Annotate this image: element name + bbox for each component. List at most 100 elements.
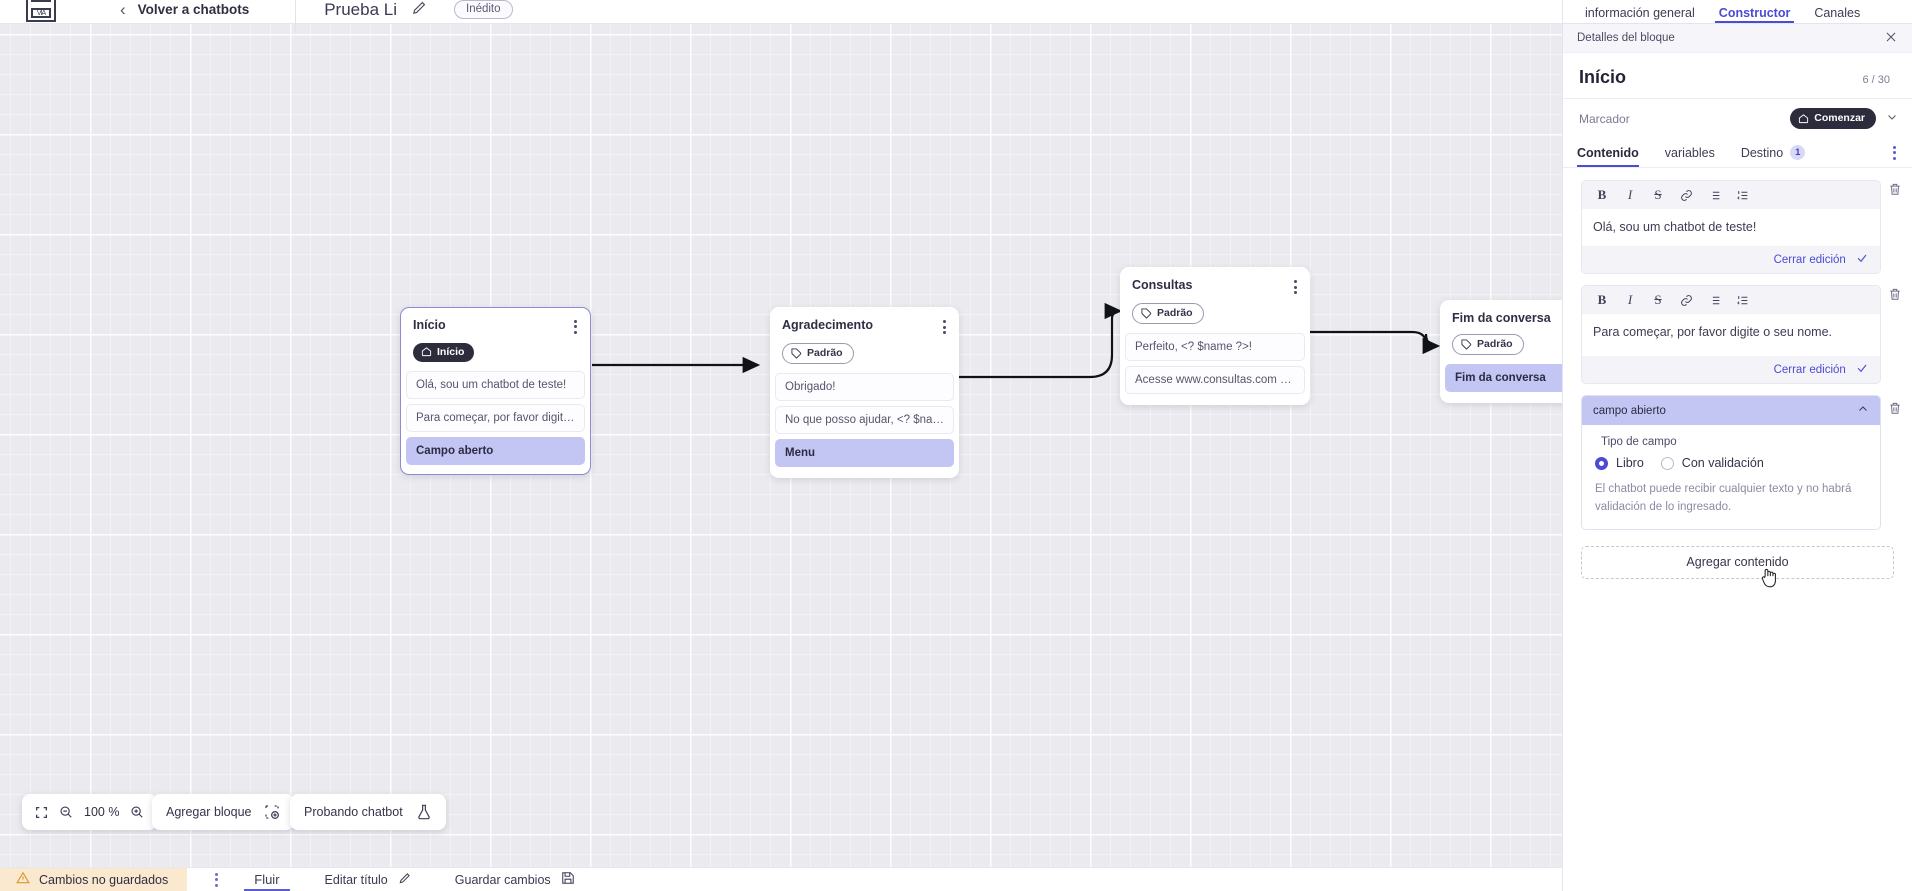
numbered-list-icon[interactable] [1728,185,1756,205]
node-menu-icon[interactable] [1294,278,1297,294]
check-icon [1856,364,1868,376]
trash-icon[interactable] [1888,285,1902,306]
field-type-radio-group: Libro Con validación [1595,456,1867,470]
zoom-in-icon[interactable] [130,805,144,819]
node-item-selected[interactable]: Fim da conversa [1445,364,1562,392]
warning-triangle-icon [16,871,30,888]
tab-canales[interactable]: Canales [1814,5,1861,20]
node-tag-row: Início [401,334,590,362]
strikethrough-icon[interactable]: S [1654,292,1662,308]
node-item[interactable]: Perfeito, <? $name ?>! [1125,333,1305,361]
test-chatbot-button[interactable]: Probando chatbot [290,794,446,830]
marker-row: Marcador Comenzar [1563,99,1912,138]
fit-screen-icon[interactable] [35,806,48,819]
node-item[interactable]: No que posso ajudar, <? $name ... [775,406,954,434]
bold-icon[interactable]: B [1597,187,1607,202]
strikethrough-icon[interactable]: S [1654,187,1662,202]
editor-text[interactable]: Para começar, por favor digite o seu nom… [1582,314,1880,357]
flow-node-inicio[interactable]: Início Início Olá, sou um chatbot de tes… [400,307,591,475]
node-title: Início [413,317,446,332]
marker-start-pill[interactable]: Comenzar [1790,108,1876,129]
add-block-icon [264,804,280,820]
content-editor-block: B I S [1581,180,1902,275]
node-tag-start: Início [413,342,475,362]
zoom-out-icon[interactable] [59,805,73,819]
bold-icon[interactable]: B [1597,292,1607,308]
node-item[interactable]: Acesse www.consultas.com par... [1125,366,1305,394]
close-icon[interactable] [1884,30,1898,47]
node-item-selected[interactable]: Menu [775,439,954,467]
editor-text[interactable]: Olá, sou um chatbot de teste! [1582,209,1880,247]
flow-node-agradecimento[interactable]: Agradecimento Padrão Obrigado! No que po… [770,307,959,478]
node-item[interactable]: Olá, sou um chatbot de teste! [406,370,585,399]
radio-libro[interactable]: Libro [1595,456,1644,470]
trash-icon[interactable] [1888,180,1902,201]
unsaved-changes-badge: Cambios no guardados [0,868,188,891]
mouse-cursor-pointer [1760,567,1779,593]
tab-destino-label: Destino [1740,145,1784,160]
home-icon [1799,113,1809,123]
node-item-selected[interactable]: Campo aberto [406,436,585,465]
flow-node-consultas[interactable]: Consultas Padrão Perfeito, <? $name ?>! … [1120,267,1310,405]
node-menu-icon[interactable] [574,318,577,334]
content-more-options-icon[interactable] [1893,145,1902,160]
rich-text-editor[interactable]: B I S [1581,180,1881,275]
node-menu-icon[interactable] [943,318,946,334]
chevron-down-icon[interactable] [1886,111,1898,126]
bullet-list-icon[interactable] [1700,290,1728,310]
node-tag-default: Padrão [1452,334,1524,355]
zoom-level: 100 % [84,805,120,819]
trash-icon[interactable] [1888,395,1902,420]
link-icon[interactable] [1672,185,1700,205]
zoom-toolbar: 100 % [22,794,158,830]
block-details-panel: información general Constructor Canales … [1562,0,1912,891]
node-item[interactable]: Obrigado! [775,373,954,401]
status-bar: Cambios no guardados Fluir Editar título… [0,867,1562,891]
radio-libro-label: Libro [1616,456,1644,471]
close-edit-button[interactable]: Cerrar edición [1582,356,1880,384]
add-content-label: Agregar contenido [1686,555,1789,570]
tab-variables[interactable]: variables [1665,138,1715,167]
node-item-list: Fim da conversa [1440,364,1562,392]
tab-destino-count: 1 [1790,145,1806,160]
tab-constructor[interactable]: Constructor [1707,6,1803,24]
flow-node-fim-da-conversa[interactable]: Fim da conversa Padrão Fim da conversa [1440,300,1562,403]
back-chevron-icon[interactable]: ‹ [120,0,126,19]
marker-controls: Comenzar [1790,108,1898,129]
via-logo[interactable]: VIA [26,0,56,22]
add-block-label: Agregar bloque [166,805,252,819]
rich-text-editor[interactable]: B I S [1581,285,1881,385]
node-tag-row: Padrão [770,334,959,364]
link-icon[interactable] [1672,290,1700,310]
tab-informacion-general[interactable]: información general [1585,5,1695,20]
edit-title-button[interactable]: Editar título [325,871,412,888]
numbered-list-icon[interactable] [1728,290,1756,310]
save-changes-label: Guardar cambios [454,872,551,887]
node-title: Agradecimento [782,318,873,332]
close-edit-button[interactable]: Cerrar edición [1582,246,1880,274]
tab-fluir[interactable]: Fluir [244,868,290,891]
edit-title-label: Editar título [324,872,388,887]
node-tag-row: Padrão [1120,294,1310,324]
save-changes-button[interactable]: Guardar cambios [455,871,575,888]
chevron-up-icon[interactable] [1857,403,1869,418]
back-to-chatbots-link[interactable]: Volver a chatbots [137,2,250,17]
radio-con-validacion[interactable]: Con validación [1660,456,1764,470]
open-field-card-header[interactable]: campo abierto [1582,396,1880,426]
editor-toolbar: B I S [1582,181,1880,209]
marker-label: Marcador [1579,111,1630,126]
flow-canvas[interactable]: Início Início Olá, sou um chatbot de tes… [0,24,1562,867]
more-options-icon[interactable] [215,872,219,887]
add-block-button[interactable]: Agregar bloque [152,794,295,830]
node-header: Fim da conversa [1440,311,1562,325]
italic-icon[interactable]: I [1627,292,1633,308]
node-item[interactable]: Para começar, por favor digite o ... [406,403,585,432]
bullet-list-icon[interactable] [1700,185,1728,205]
pencil-icon[interactable] [411,0,428,21]
add-content-button[interactable]: Agregar contenido [1581,545,1894,588]
node-tag-row: Padrão [1440,325,1562,355]
tab-destino[interactable]: Destino 1 [1740,138,1806,167]
panel-tab-bar: información general Constructor Canales [1563,0,1912,24]
tab-contenido[interactable]: Contenido [1577,138,1639,167]
italic-icon[interactable]: I [1627,187,1633,202]
